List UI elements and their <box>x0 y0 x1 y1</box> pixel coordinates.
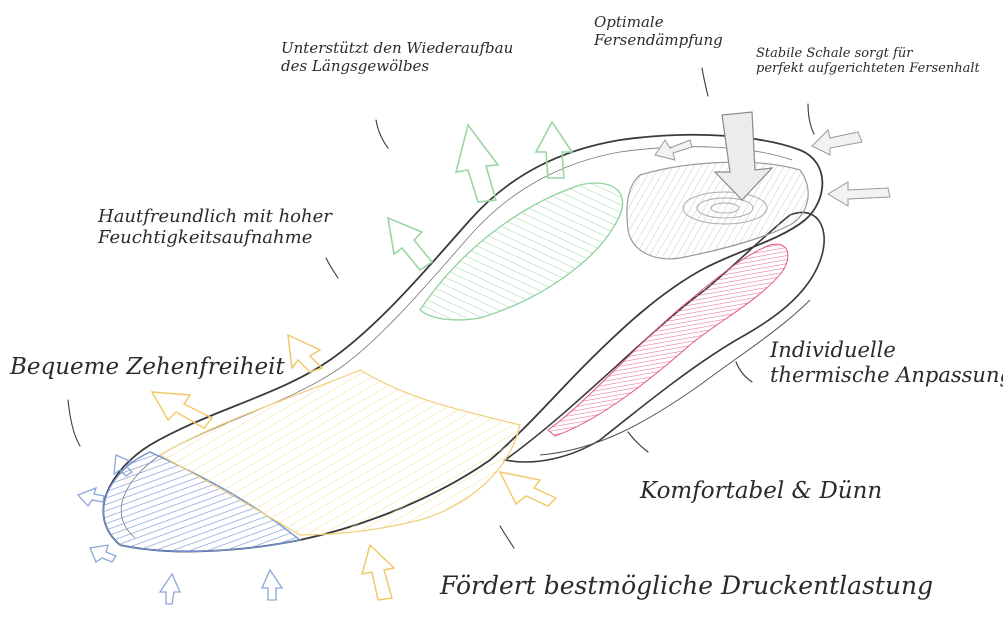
callout-anpassung: Individuelle thermische Anpassung <box>770 338 1003 388</box>
heel-arrow-icon <box>828 182 890 206</box>
pressure-arrow-icon <box>152 392 212 428</box>
callout-zehenfreiheit: Bequeme Zehenfreiheit <box>10 354 285 381</box>
heel-arrow-icon <box>812 130 862 155</box>
toe-arrow-icon <box>160 574 180 604</box>
toe-arrow-icon <box>90 545 116 562</box>
arch-zone <box>420 183 623 320</box>
arch-support-arrow-icon <box>536 122 572 178</box>
thermal-strip <box>548 244 788 436</box>
toe-arrow-icon <box>78 488 104 506</box>
pressure-arrow-icon <box>500 472 556 506</box>
callout-laengsgewoelbe: Unterstützt den Wiederaufbau des Längsge… <box>281 40 513 75</box>
pressure-arrow-icon <box>362 545 394 600</box>
heel-arrow-icon <box>655 140 692 160</box>
callout-komfortabel: Komfortabel & Dünn <box>640 478 882 505</box>
callout-druckentlastung: Fördert bestmögliche Druckentlastung <box>440 571 933 601</box>
toe-arrow-icon <box>262 570 282 600</box>
pressure-arrow-icon <box>288 335 322 372</box>
callout-fersendaempfung: Optimale Fersendämpfung <box>594 14 723 49</box>
arch-support-arrow-icon <box>388 218 432 270</box>
arch-support-arrow-icon <box>456 125 498 202</box>
callout-fersenhalt: Stabile Schale sorgt für perfekt aufgeri… <box>756 46 980 77</box>
callout-hautfreundlich: Hautfreundlich mit hoher Feuchtigkeitsau… <box>98 206 332 248</box>
